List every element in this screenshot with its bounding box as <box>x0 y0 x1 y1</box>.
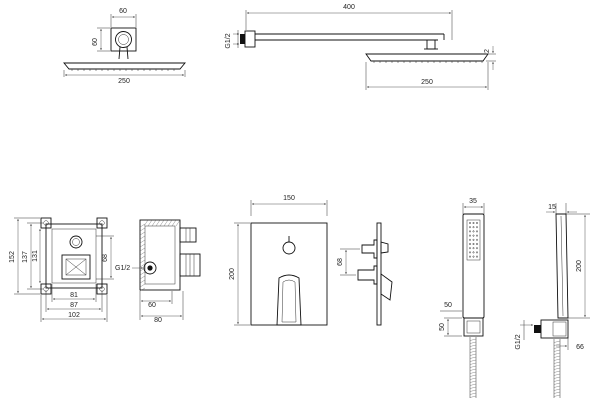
shower-hose <box>553 339 561 398</box>
dim-handshower-width-35: 35 <box>469 198 477 205</box>
concealed-box-side-view: G1/2 60 80 <box>115 219 201 324</box>
spray-nozzle-grid <box>469 222 478 258</box>
dim-holder-offset-66: 66 <box>576 344 584 351</box>
dim-box-inner-height-131: 131 <box>32 250 39 262</box>
shower-hose <box>469 337 477 398</box>
wall-arm-side-view: 400 G1/2 2 250 <box>225 4 496 90</box>
dim-handle-spacing-68: 68 <box>337 258 344 266</box>
dim-head-depth-60: 60 <box>92 38 99 46</box>
dim-box-outer-height-152: 152 <box>9 251 16 263</box>
dim-box-depth-80: 80 <box>154 317 162 324</box>
dim-arm-length-400: 400 <box>343 4 355 11</box>
dim-box-depth-60: 60 <box>148 302 156 309</box>
dim-handshower-depth-15: 15 <box>548 204 556 211</box>
thread-g12-arm: G1/2 <box>225 33 232 48</box>
hand-shower-side-view: 15 200 G1/2 66 <box>515 203 590 398</box>
dim-handshower-length-200: 200 <box>576 260 583 272</box>
dim-box-width-87: 87 <box>70 302 78 309</box>
dim-holder-height-50: 50 <box>444 302 452 309</box>
dim-head-diameter-250: 250 <box>118 78 130 85</box>
dim-box-width-102: 102 <box>68 312 80 319</box>
dim-box-mid-height-137: 137 <box>22 251 29 263</box>
cover-plate-side-view: 68 <box>337 222 393 326</box>
cover-plate-front-view: 150 200 <box>229 195 328 326</box>
box-wall-hatching <box>139 219 181 292</box>
dim-holder-depth-50: 50 <box>439 323 446 331</box>
dim-head-width-60: 60 <box>119 8 127 15</box>
dim-arm-head-diameter-250: 250 <box>421 79 433 86</box>
thread-g12-box: G1/2 <box>115 265 130 272</box>
nozzle-row <box>373 61 483 63</box>
ceiling-head-top-view: 60 60 250 <box>63 8 186 85</box>
thread-g12-holder: G1/2 <box>515 334 522 349</box>
dim-plate-height-200: 200 <box>229 268 236 280</box>
dim-insert-height-68: 68 <box>102 254 109 262</box>
dim-head-thickness-2: 2 <box>484 49 491 53</box>
dim-plate-width-150: 150 <box>283 195 295 202</box>
hand-shower-front-view: 35 50 50 <box>439 198 485 398</box>
nozzle-row <box>71 69 175 71</box>
concealed-box-front-view: 152 137 131 68 81 87 102 <box>9 217 114 322</box>
dim-box-width-81: 81 <box>70 292 78 299</box>
